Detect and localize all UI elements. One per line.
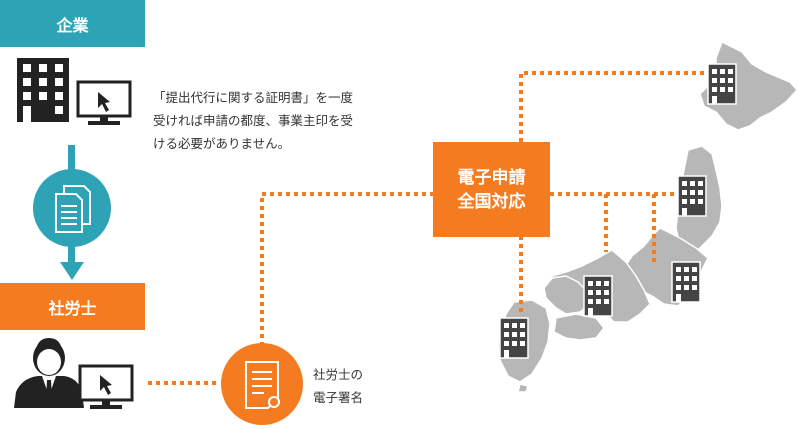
connector-line: [68, 145, 75, 175]
connector-line-lower: [68, 240, 75, 262]
person-icon: [14, 338, 84, 408]
down-arrow-icon: [60, 262, 84, 280]
sharoshi-label: 社労士: [0, 283, 145, 330]
certificate-icon: [245, 361, 280, 409]
center-line-1: 電子申請: [457, 167, 526, 188]
documents-icon: [55, 185, 91, 233]
office-building-icon: [499, 63, 737, 359]
signature-note-line-1: 社労士の: [313, 367, 364, 382]
company-monitor-icon: [76, 80, 132, 125]
certificate-circle: [221, 343, 303, 425]
company-note: 「提出代行に関する証明書」を一度 受ければ申請の都度、事業主印を受 ける必要があ…: [153, 86, 353, 155]
company-note-line-1: 「提出代行に関する証明書」を一度: [153, 90, 354, 105]
company-building-icon: [17, 58, 69, 122]
sharoshi-label-text: 社労士: [48, 298, 97, 318]
japan-map: [497, 41, 797, 393]
signature-note-line-2: 電子署名: [313, 390, 364, 405]
company-label-text: 企業: [56, 15, 89, 35]
company-label: 企業: [0, 0, 145, 47]
company-note-line-2: 受ければ申請の都度、事業主印を受: [153, 113, 354, 128]
connection-lines: [148, 71, 705, 385]
center-line-2: 全国対応: [457, 191, 526, 212]
signature-note: 社労士の 電子署名: [313, 363, 363, 409]
company-note-line-3: ける必要がありません。: [153, 136, 291, 151]
sharoshi-monitor-icon: [78, 364, 134, 409]
electronic-application-box: 電子申請 全国対応: [433, 142, 550, 237]
